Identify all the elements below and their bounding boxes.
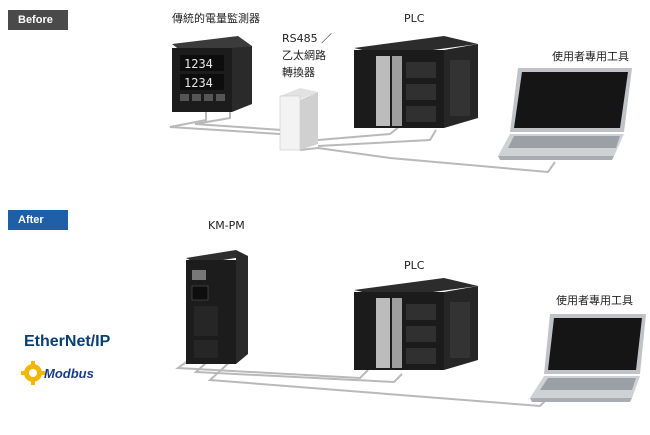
- plc-before: [354, 36, 478, 128]
- converter-label-line1: RS485 ／: [282, 32, 333, 45]
- laptop-before: [498, 68, 632, 160]
- modbus-logo: Modbus: [44, 366, 94, 381]
- meter-display-top: 1234: [184, 57, 213, 71]
- meter-label: 傳統的電量監測器: [172, 12, 260, 25]
- pc-after-label: 使用者專用工具: [556, 294, 633, 307]
- meter-display-bottom: 1234: [184, 76, 213, 90]
- before-tag: Before: [8, 10, 68, 30]
- modbus-icon: [21, 361, 45, 385]
- plc-before-label: PLC: [404, 12, 425, 25]
- plc-after: [354, 278, 478, 370]
- converter-box: [279, 88, 318, 151]
- km-pm-label: KM-PM: [208, 219, 245, 232]
- ethernet-ip-logo: EtherNet/IP: [24, 333, 111, 350]
- traditional-meter: [172, 36, 252, 112]
- pc-before-label: 使用者專用工具: [552, 50, 629, 63]
- laptop-after: [530, 314, 646, 402]
- before-cables: [169, 110, 556, 174]
- plc-after-label: PLC: [404, 259, 425, 272]
- converter-label-line3: 轉換器: [282, 66, 315, 79]
- km-pm-device: [186, 250, 248, 364]
- converter-label-line2: 乙太網路: [282, 49, 326, 62]
- after-tag: After: [8, 210, 68, 230]
